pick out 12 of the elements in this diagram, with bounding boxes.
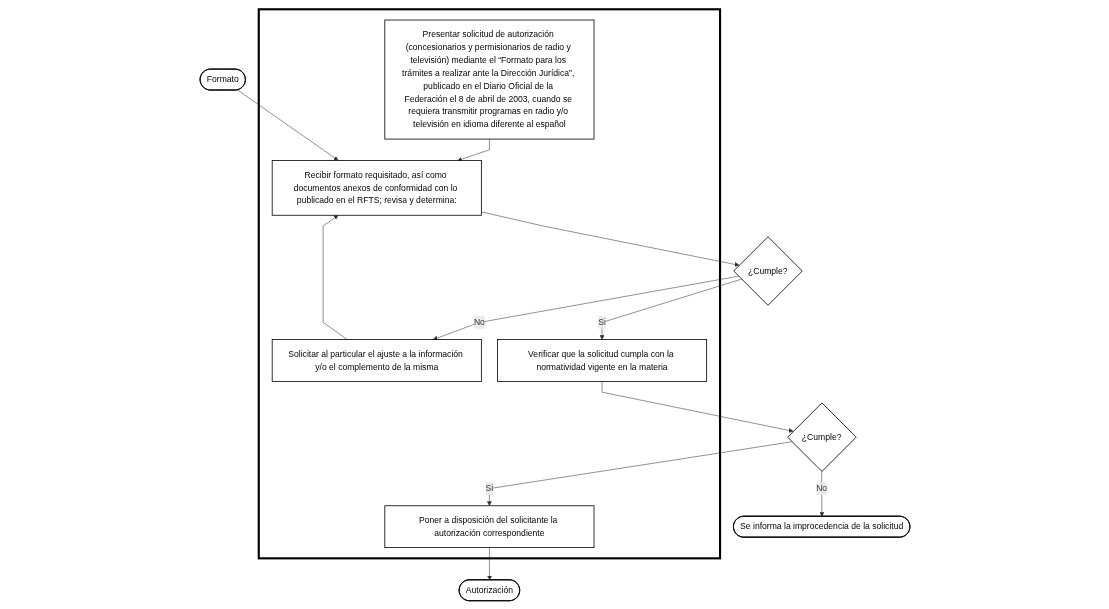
node-box: Presentar solicitud de autorización (concesionarios y permisionarios de radio y televisión) mediante el “Formato para los trámites a realizar ante la Dirección Jurídica”, publicado en el Diario Oficial de la Federación el 8 de abril de 2003, cuando se requiera transmitir programas en radio y/o televisión en idioma diferente al español (383, 19, 594, 139)
node-box: Verificar que la solicitud cumpla con la normatividad vigente en la materia (496, 338, 707, 382)
node-box: Recibir formato requisitado, así como documentos anexos de conformidad con lo publicado en el RFTS; revisa y determina: (271, 159, 482, 216)
node-box: Poner a disposición del solicitante la autorización correspondiente (383, 504, 594, 548)
node-box: Solicitar al particular el ajuste a la información y/o el complemento de la misma (271, 338, 482, 382)
edge-label: Si (597, 317, 606, 327)
node-diamond: ¿Cumple? (732, 235, 803, 306)
edge-label: Si (485, 483, 493, 493)
node-diamond: ¿Cumple? (786, 402, 857, 472)
edge-label: No (473, 317, 485, 327)
cluster (257, 7, 721, 559)
edge-label: No (815, 483, 827, 493)
